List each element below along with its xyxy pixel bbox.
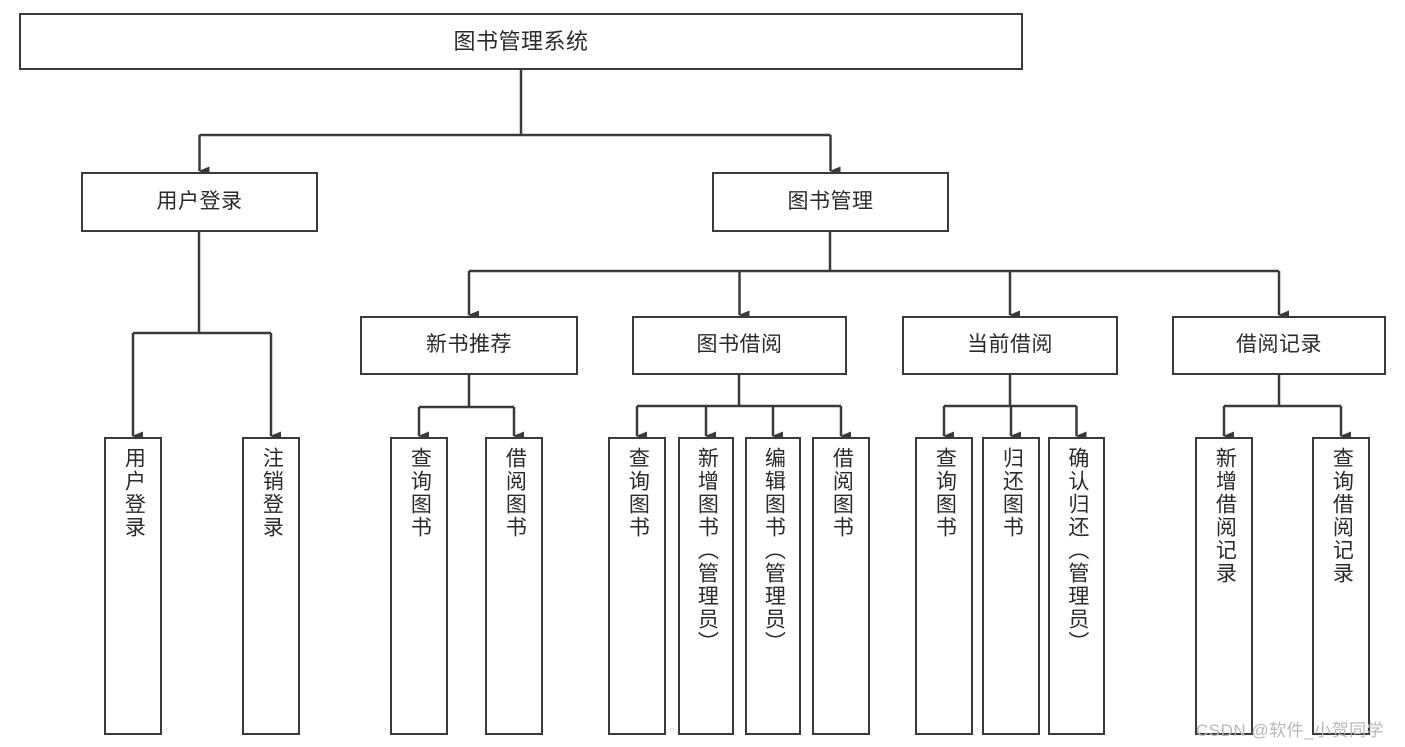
node-leaf-login-1[interactable]: 用户登录 [104, 437, 162, 735]
node-label: 用户登录 [156, 189, 243, 213]
node-leaf-cur-2[interactable]: 归还图书 [982, 437, 1040, 735]
node-label: 用户登录 [122, 447, 146, 539]
node-login[interactable]: 用户登录 [81, 172, 318, 232]
node-leaf-login-2[interactable]: 注销登录 [242, 437, 300, 735]
node-leaf-borrow-2[interactable]: 新增图书（管理员） [678, 437, 734, 735]
node-label: 查询借阅记录 [1330, 447, 1354, 585]
node-label: 图书借阅 [696, 333, 783, 357]
node-label: 借阅图书 [503, 447, 527, 539]
node-leaf-rec-1[interactable]: 新增借阅记录 [1195, 437, 1253, 735]
node-label: 归还图书 [1000, 447, 1024, 539]
node-label: 确认归还（管理员） [1065, 447, 1089, 654]
node-bookmgr[interactable]: 图书管理 [712, 172, 949, 232]
node-label: 查询图书 [408, 447, 432, 539]
node-leaf-cur-1[interactable]: 查询图书 [915, 437, 973, 735]
node-records[interactable]: 借阅记录 [1172, 316, 1386, 375]
node-root[interactable]: 图书管理系统 [19, 13, 1023, 70]
node-newbook[interactable]: 新书推荐 [360, 316, 578, 375]
node-current[interactable]: 当前借阅 [902, 316, 1118, 375]
node-label: 新增图书（管理员） [695, 447, 719, 654]
node-label: 图书管理系统 [453, 28, 589, 54]
node-leaf-borrow-3[interactable]: 编辑图书（管理员） [745, 437, 801, 735]
node-leaf-borrow-1[interactable]: 查询图书 [608, 437, 666, 735]
node-leaf-new-2[interactable]: 借阅图书 [485, 437, 543, 735]
watermark-text: CSDN @软件_小贺同学 [1196, 721, 1385, 740]
node-label: 新书推荐 [426, 333, 512, 357]
node-leaf-cur-3[interactable]: 确认归还（管理员） [1048, 437, 1105, 735]
node-label: 借阅记录 [1236, 333, 1322, 357]
node-borrow[interactable]: 图书借阅 [632, 316, 847, 375]
node-label: 当前借阅 [967, 333, 1053, 357]
node-label: 查询图书 [626, 447, 650, 539]
node-label: 注销登录 [260, 447, 284, 539]
node-label: 查询图书 [933, 447, 957, 539]
node-leaf-rec-2[interactable]: 查询借阅记录 [1312, 437, 1370, 735]
node-label: 编辑图书（管理员） [762, 447, 786, 654]
node-label: 新增借阅记录 [1213, 447, 1237, 585]
node-leaf-borrow-4[interactable]: 借阅图书 [812, 437, 870, 735]
tree-connectors [131, 70, 1351, 441]
node-label: 图书管理 [787, 189, 874, 213]
node-label: 借阅图书 [830, 447, 854, 539]
node-leaf-new-1[interactable]: 查询图书 [390, 437, 448, 735]
